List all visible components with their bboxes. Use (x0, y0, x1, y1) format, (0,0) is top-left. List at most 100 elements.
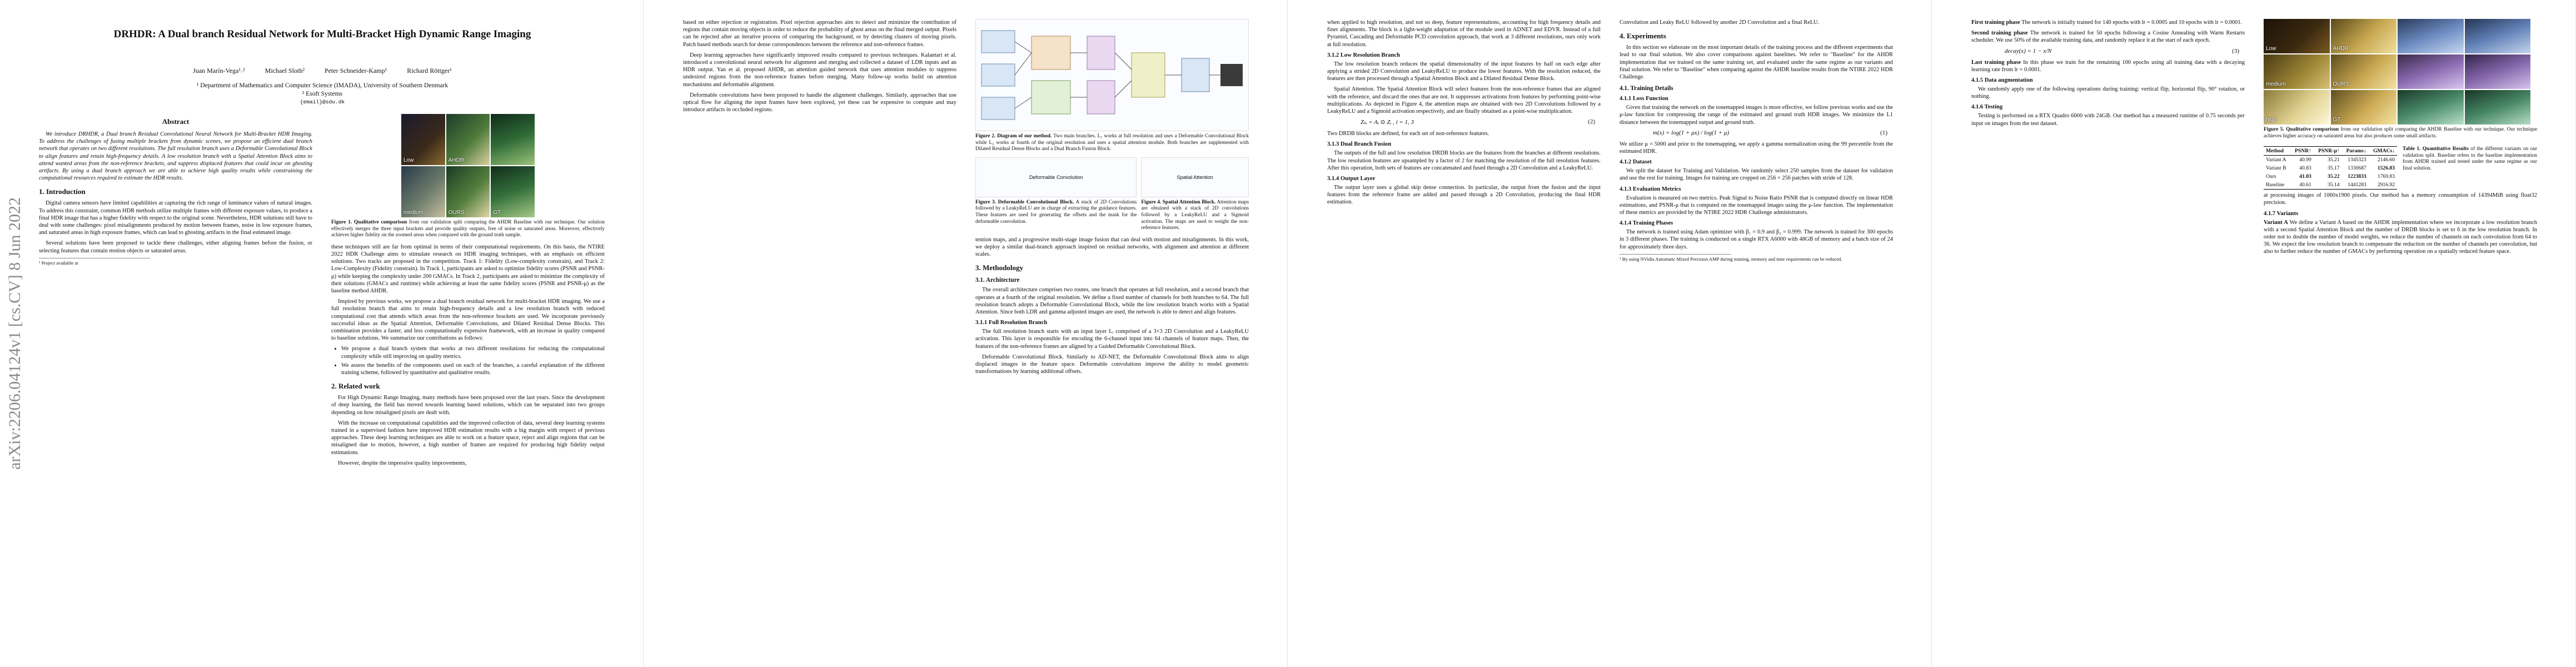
column-right: Convolution and Leaky ReLU followed by a… (1620, 19, 1893, 650)
subsubsection-heading: 4.1.7 Variants (2264, 210, 2299, 217)
paragraph: We split the dataset for Training and Va… (1620, 168, 1893, 182)
affiliation: ¹ Department of Mathematics and Computer… (196, 82, 449, 89)
footnote: ¹ By using NVidia Automatic Mixed Precis… (1620, 253, 1842, 262)
paragraph: Evaluation is measured on two metrics. P… (1620, 195, 1893, 216)
paragraph: Digital camera sensors have limited capa… (39, 200, 312, 236)
paragraph: Two DRDB blocks are defined, for each se… (1327, 131, 1489, 137)
paragraph: when applied to high resolution, and not… (1327, 19, 1601, 48)
subsection-heading: 4.1. Training Details (1620, 85, 1673, 92)
deformable-block-diagram: Deformable Convolution (975, 157, 1137, 197)
contribution-list: We propose a dual branch system that wor… (331, 345, 605, 376)
paragraph: For High Dynamic Range Imaging, many met… (331, 395, 605, 416)
column-right: Figure 2. Diagram of our method. Two mai… (975, 19, 1249, 650)
subsubsection-heading: 4.1.2 Dataset (1620, 159, 1652, 166)
paragraph: these techniques still are far from opti… (331, 243, 605, 294)
author: Juan Marín-Vega¹˒² (193, 67, 245, 74)
equation: m(x) = log(1 + μx) / log(1 + μ)(1) (1653, 129, 1887, 136)
column-right: Low AHDR medium OURS GT Figure 1. Qualit… (331, 114, 605, 650)
figure-tile (491, 114, 535, 165)
figure-3-caption: Figure 3. Deformable Convolutional Block… (975, 199, 1137, 225)
column-header: GMACs↓ (2373, 148, 2395, 155)
figure-tile: OURS (2330, 54, 2396, 89)
paragraph: Spatial Attention. The Spatial Attention… (1327, 86, 1601, 115)
figure-tile (2464, 54, 2530, 89)
figure-3: Deformable Convolution Figure 3. Deforma… (975, 157, 1137, 236)
subsection-heading: 3.1. Architecture (975, 277, 1020, 284)
paragraph: We utilize μ = 5000 and prior to the ton… (1620, 141, 1893, 155)
paragraph: Several solutions have been proposed to … (39, 240, 312, 254)
subsubsection-heading: 4.1.3 Evaluation Metrics (1620, 186, 1681, 192)
spatial-attention-diagram: Spatial Attention (1141, 157, 1249, 197)
paragraph: Deformable Convolutional Block. Similarl… (975, 354, 1249, 375)
column-header: Params↓ (2346, 148, 2366, 155)
figure-tile: AHDR (446, 114, 490, 165)
column-right: Low AHDR medium OURS high GT Figure 5. Q… (2264, 19, 2537, 650)
paragraph: However, despite the impressive quality … (338, 460, 467, 466)
column-left: when applied to high resolution, and not… (1327, 19, 1601, 650)
equation: Zₛᵢ = Aᵢ ⊙ Zᵢ , i = 1, 3(2) (1361, 118, 1595, 126)
paragraph: The output layer uses a global skip dens… (1327, 185, 1601, 206)
paragraph: Inspired by previous works, we propose a… (331, 298, 605, 342)
figure-tile (2464, 19, 2530, 53)
table-1-caption: Table 1. Quantitative Results of the dif… (2403, 146, 2537, 171)
paragraph: The outputs of the full and low resoluti… (1327, 150, 1601, 171)
author-list: Juan Marín-Vega¹˒² Michael Sloth² Peter … (44, 67, 600, 75)
list-item: We assess the benefits of the components… (341, 362, 605, 376)
paragraph: Variant A We define a Variant A based on… (2264, 219, 2537, 255)
table-block: Method PSNR↑ PSNR-μ↑ Params↓ GMACs↓ Vari… (2264, 144, 2537, 192)
subsubsection-heading: 4.1.4 Training Phases (1620, 220, 1673, 227)
list-item: We propose a dual branch system that wor… (341, 345, 605, 360)
paragraph: First training phase The network is init… (1971, 19, 2243, 26)
figure-tile: medium (401, 166, 445, 217)
column-header: Method (2266, 148, 2284, 155)
architecture-diagram (981, 30, 1243, 120)
results-table: Method PSNR↑ PSNR-μ↑ Params↓ GMACs↓ Vari… (2264, 146, 2397, 190)
figure-1: Low AHDR medium OURS GT (401, 114, 535, 217)
figure-4-caption: Figure 4. Spatial Attention Block. Atten… (1141, 199, 1249, 231)
section-heading: 3. Methodology (975, 263, 1023, 272)
paragraph: In this section we elaborate on the most… (1620, 44, 1893, 81)
figure-1-caption: Figure 1. Qualitative comparison from ou… (331, 220, 605, 238)
page-1: arXiv:2206.04124v1 [cs.CV] 8 Jun 2022 DR… (0, 0, 644, 667)
footnote: ¹ Project available at (39, 257, 150, 266)
paragraph: Given that training the network on the t… (1620, 104, 1893, 126)
subsubsection-heading: 3.1.3 Dual Branch Fusion (1327, 141, 1392, 148)
affiliation: ² Esoft Systems (302, 90, 343, 97)
figure-2-caption: Figure 2. Diagram of our method. Two mai… (975, 133, 1249, 152)
subsubsection-heading: 4.1.6 Testing (1971, 104, 2003, 111)
equation: decay(x) = 1 − x/N(3) (2005, 47, 2239, 54)
paragraph: Last training phase In this phase we tra… (1971, 59, 2245, 73)
subsubsection-heading: 4.1.1 Loss Function (1620, 96, 1668, 102)
author: Michael Sloth² (265, 67, 305, 74)
figure-tile: GT (2330, 90, 2396, 125)
arxiv-stamp: arXiv:2206.04124v1 [cs.CV] 8 Jun 2022 (6, 197, 24, 470)
subsubsection-heading: 3.1.4 Output Layer (1327, 176, 1376, 182)
author: Peter Schneider-Kamp¹ (324, 67, 387, 74)
paragraph: at processing images of 1060x1900 pixels… (2264, 192, 2537, 206)
figure-tile (2398, 54, 2464, 89)
figure-tile (2464, 90, 2530, 125)
author: Richard Röttger¹ (407, 67, 452, 74)
column-left: based on either rejection or registratio… (683, 19, 956, 650)
section-heading: 1. Introduction (39, 187, 86, 196)
figure-tile: AHDR (2330, 19, 2396, 53)
abstract-text: We introduce DRHDR, a Dual branch Residu… (39, 131, 312, 182)
figure-tile: medium (2264, 54, 2330, 89)
figure-2-diagram (975, 19, 1249, 131)
figure-tile: GT (491, 166, 535, 217)
paragraph: Deformable convolutions have been propos… (683, 92, 956, 113)
figure-tile: Low (401, 114, 445, 165)
paragraph: Testing is performed on a RTX Quadro 600… (1971, 113, 2245, 127)
author-emails: {email}@sdu.dk (300, 99, 345, 105)
figure-row: Deformable Convolution Figure 3. Deforma… (975, 157, 1249, 236)
column-left: First training phase The network is init… (1971, 19, 2245, 650)
figure-tile: OURS (446, 166, 490, 217)
subsubsection-heading: 3.1.2 Low Resolution Branch (1327, 52, 1400, 58)
figure-tile: Low (2264, 19, 2330, 53)
column-header: PSNR↑ (2295, 148, 2311, 155)
column-left: Abstract We introduce DRHDR, a Dual bran… (39, 114, 312, 650)
section-heading: 2. Related work (331, 382, 380, 391)
page-2: based on either rejection or registratio… (644, 0, 1288, 667)
